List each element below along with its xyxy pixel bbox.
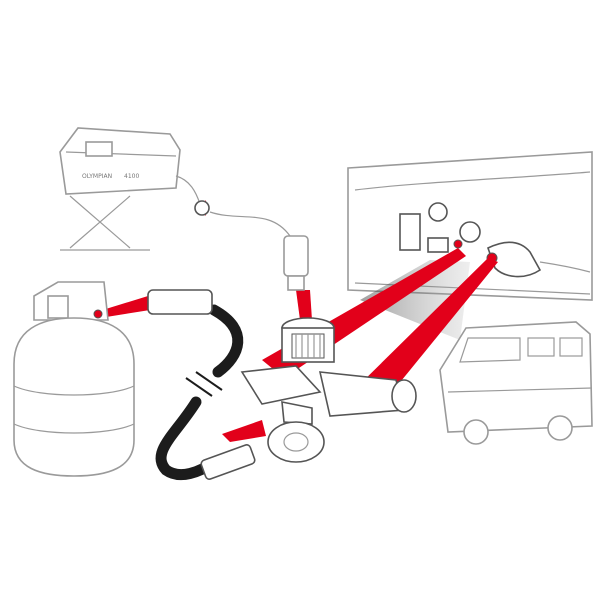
regulator-icon bbox=[487, 241, 542, 278]
portable-grill: OLYMPIAN 4100 bbox=[59, 127, 309, 291]
grill-badge-icon bbox=[85, 141, 113, 157]
grill-model-text: 4100 bbox=[124, 173, 139, 180]
rv-compartment-inset bbox=[347, 151, 593, 301]
motorhome bbox=[439, 321, 593, 445]
hose-fitting-bottom-icon bbox=[200, 444, 256, 480]
tank-valve-icon bbox=[399, 213, 421, 251]
grill-regulator-icon bbox=[194, 200, 210, 216]
red-beam-grill-hose bbox=[296, 290, 312, 320]
tank-valve-point bbox=[93, 309, 103, 319]
gauge-icon bbox=[428, 202, 448, 222]
connection-point-rv-2 bbox=[453, 239, 463, 249]
tee-adapter bbox=[240, 317, 417, 463]
red-beam-tank bbox=[96, 296, 150, 318]
hose-fitting-top-icon bbox=[147, 289, 213, 315]
grill-hose-fitting-icon bbox=[283, 235, 309, 277]
extension-hose bbox=[147, 289, 256, 480]
red-beam-cap bbox=[222, 420, 266, 442]
red-beam-compartment-2 bbox=[352, 258, 498, 402]
tee-left-port-icon bbox=[240, 365, 322, 405]
grill-brand-text: OLYMPIAN bbox=[82, 173, 112, 180]
tee-cap-icon bbox=[267, 421, 325, 463]
hose-break-mark bbox=[185, 371, 223, 397]
propane-cylinder bbox=[13, 281, 135, 477]
